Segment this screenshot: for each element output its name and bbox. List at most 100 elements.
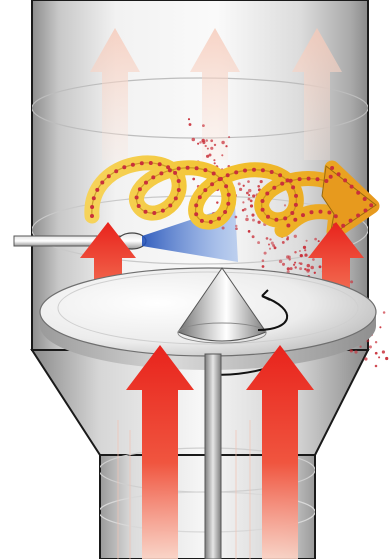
swirl-droplet: [278, 173, 282, 177]
droplet: [318, 240, 320, 242]
swirl-droplet: [307, 177, 311, 181]
swirl-droplet: [301, 213, 305, 217]
droplet: [359, 346, 361, 348]
swirl-droplet: [203, 168, 207, 172]
droplet: [287, 267, 290, 270]
swirl-droplet: [298, 177, 302, 181]
swirl-droplet: [212, 172, 216, 176]
swirl-droplet: [224, 184, 228, 188]
swirl-droplet: [272, 186, 276, 190]
swirl-droplet: [149, 161, 153, 165]
droplet: [264, 252, 267, 255]
droplet: [252, 194, 255, 197]
swirl-droplet: [363, 197, 367, 201]
swirl-droplet: [290, 211, 294, 215]
swirl-droplet: [270, 170, 274, 174]
swirl-droplet: [274, 218, 278, 222]
swirl-droplet: [356, 214, 360, 218]
swirl-droplet: [364, 209, 368, 213]
swirl-droplet: [200, 219, 204, 223]
droplet: [214, 144, 216, 146]
droplet: [300, 254, 303, 257]
droplet: [379, 326, 381, 328]
droplet: [257, 221, 260, 224]
droplet: [266, 237, 269, 240]
droplet: [307, 264, 311, 268]
droplet: [192, 178, 195, 181]
swirl-droplet: [286, 224, 290, 228]
swirl-droplet: [194, 203, 198, 207]
droplet: [290, 267, 293, 270]
swirl-droplet: [330, 166, 334, 170]
swirl-droplet: [327, 211, 331, 215]
droplet: [299, 250, 301, 252]
droplet: [252, 235, 255, 238]
droplet: [269, 238, 271, 240]
droplet: [375, 365, 378, 368]
droplet: [288, 255, 291, 258]
droplet: [207, 148, 209, 150]
swirl-droplet: [152, 211, 156, 215]
droplet: [246, 215, 248, 217]
swirl-droplet: [122, 165, 126, 169]
swirl-droplet: [337, 172, 341, 176]
swirl-droplet: [177, 179, 181, 183]
swirl-droplet: [243, 169, 247, 173]
droplet: [350, 349, 353, 352]
swirl-droplet: [227, 193, 231, 197]
swirl-droplet: [349, 219, 353, 223]
swirl-droplet: [161, 209, 165, 213]
droplet: [304, 249, 306, 251]
droplet: [235, 225, 237, 227]
droplet: [205, 139, 208, 142]
swirl-droplet: [217, 217, 221, 221]
droplet: [369, 345, 372, 348]
droplet: [262, 265, 265, 268]
droplet: [244, 208, 247, 211]
swirl-droplet: [158, 162, 162, 166]
swirl-droplet: [319, 210, 323, 214]
swirl-droplet: [356, 191, 360, 195]
droplet: [260, 180, 263, 183]
droplet: [319, 265, 322, 268]
swirl-droplet: [294, 203, 298, 207]
droplet: [375, 352, 378, 355]
droplet: [364, 357, 367, 360]
droplet: [293, 264, 295, 266]
droplet: [257, 185, 260, 188]
swirl-droplet: [210, 182, 214, 186]
swirl-droplet: [177, 188, 181, 192]
swirl-droplet: [194, 212, 198, 216]
droplet: [210, 147, 213, 150]
droplet: [354, 350, 357, 353]
droplet: [248, 230, 251, 233]
swirl-droplet: [107, 174, 111, 178]
droplet: [305, 268, 308, 271]
swirl-droplet: [343, 178, 347, 182]
droplet: [257, 241, 260, 244]
swirl-droplet: [144, 181, 148, 185]
swirl-droplet: [350, 185, 354, 189]
swirl-droplet: [218, 177, 222, 181]
droplet: [199, 141, 202, 144]
droplet: [222, 227, 225, 230]
swirl-droplet: [140, 161, 144, 165]
droplet: [243, 185, 245, 187]
swirl-droplet: [289, 179, 293, 183]
swirl-droplet: [261, 168, 265, 172]
droplet: [303, 246, 306, 249]
droplet: [235, 227, 238, 230]
droplet: [189, 123, 192, 126]
swirl-droplet: [198, 195, 202, 199]
swirl-droplet: [369, 203, 373, 207]
swirl-droplet: [92, 196, 96, 200]
droplet: [279, 260, 283, 264]
droplet: [228, 136, 230, 138]
swirl-droplet: [283, 216, 287, 220]
droplet: [214, 162, 216, 164]
swirl-droplet: [90, 205, 94, 209]
swirl-droplet: [310, 210, 314, 214]
swirl-droplet: [226, 202, 230, 206]
swirl-droplet: [234, 170, 238, 174]
